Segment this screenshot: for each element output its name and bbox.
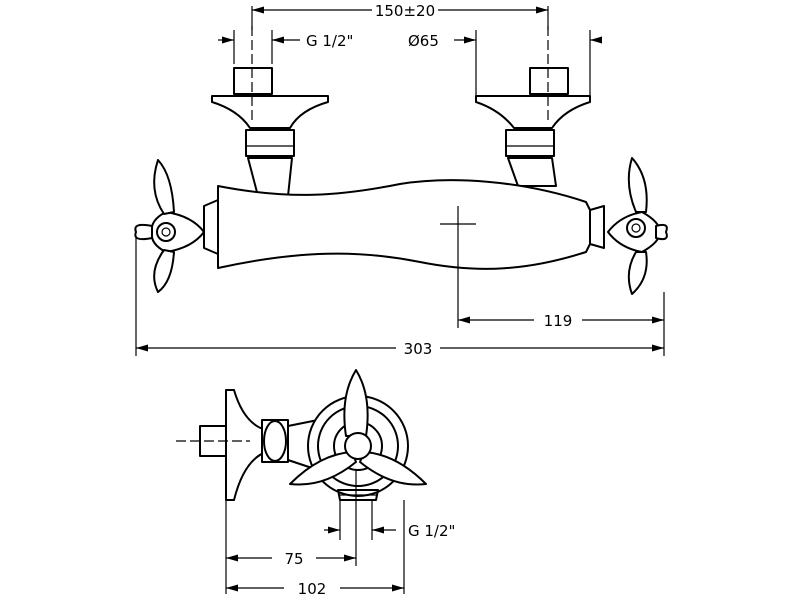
dimension-overall-width: 303 bbox=[135, 236, 664, 358]
spacing-label: 150±20 bbox=[375, 2, 435, 20]
left-handle-blade-top bbox=[153, 159, 175, 215]
side-handle-blade-left bbox=[289, 451, 357, 486]
right-handle-cap bbox=[626, 218, 646, 238]
left-nut bbox=[245, 129, 295, 157]
right-collar bbox=[589, 205, 605, 249]
offset-right-label: 119 bbox=[544, 312, 573, 330]
center-crosshair bbox=[440, 206, 476, 244]
front-view bbox=[134, 26, 668, 295]
left-handle-blade-bottom bbox=[153, 249, 175, 293]
right-nut bbox=[505, 129, 555, 157]
side-nut-face bbox=[263, 420, 287, 462]
dimension-depth-axis: 75 bbox=[225, 470, 357, 594]
dimension-offset-right: 119 bbox=[457, 244, 665, 356]
left-handle-assembly bbox=[134, 159, 219, 293]
side-handle-blade-right bbox=[359, 451, 427, 486]
right-neck bbox=[507, 157, 557, 187]
dimension-diameter: Ø65 bbox=[408, 30, 602, 96]
depth-axis-label: 75 bbox=[284, 550, 303, 568]
dimension-spacing: 150±20 bbox=[251, 1, 549, 30]
left-escutcheon bbox=[211, 95, 329, 129]
side-view bbox=[176, 369, 427, 501]
right-handle-blade-top bbox=[627, 157, 648, 213]
dimension-thread-bottom: G 1/2" bbox=[324, 500, 455, 540]
left-handle-cap bbox=[156, 222, 176, 242]
side-escutcheon bbox=[225, 389, 267, 501]
side-handle-blade-top bbox=[343, 369, 369, 437]
dimension-depth-total: 102 bbox=[226, 500, 405, 598]
dimension-thread-top: G 1/2" bbox=[218, 30, 353, 64]
depth-total-label: 102 bbox=[298, 580, 327, 598]
left-thread-stub bbox=[233, 67, 273, 95]
right-handle-blade-side bbox=[655, 223, 668, 241]
side-handle-cap bbox=[344, 432, 372, 460]
thread-top-label: G 1/2" bbox=[306, 32, 353, 50]
valve-body bbox=[217, 179, 591, 270]
right-connector bbox=[475, 67, 591, 187]
left-connector bbox=[211, 67, 329, 197]
side-outlet-thread bbox=[337, 489, 379, 501]
left-handle-blade-side bbox=[134, 223, 153, 241]
overall-width-label: 303 bbox=[404, 340, 433, 358]
right-handle-blade-bottom bbox=[627, 251, 648, 295]
right-handle-assembly bbox=[589, 157, 668, 295]
diameter-label: Ø65 bbox=[408, 32, 439, 50]
left-neck bbox=[247, 157, 293, 197]
right-thread-stub bbox=[529, 67, 569, 95]
thread-bottom-label: G 1/2" bbox=[408, 522, 455, 540]
left-collar bbox=[203, 199, 219, 255]
right-escutcheon bbox=[475, 95, 591, 129]
